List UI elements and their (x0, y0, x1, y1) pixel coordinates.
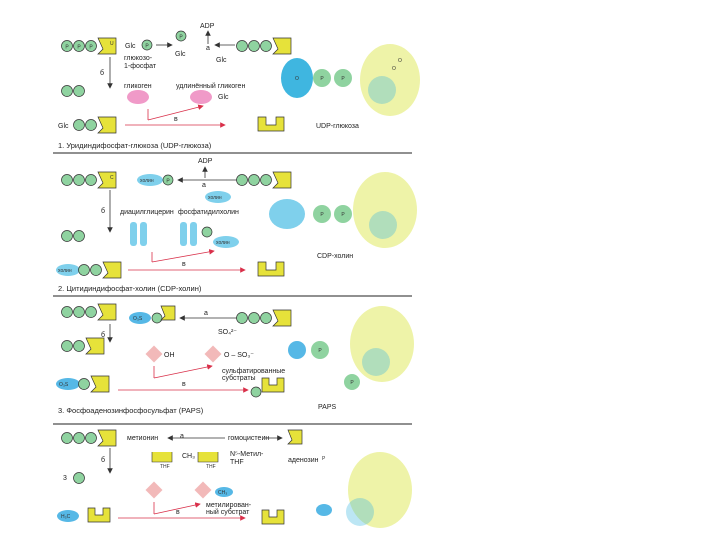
svg-text:P: P (89, 45, 93, 51)
sam-structure: P (316, 452, 412, 528)
svg-text:C: C (110, 175, 114, 181)
svg-text:б: б (101, 207, 105, 215)
svg-text:холин: холин (208, 195, 222, 201)
svg-text:P: P (65, 45, 69, 51)
panel-1-udp-glucose: P P P U Glc P P Glc ADP a Glc глюкозо-1-… (58, 23, 420, 150)
udp-glucose-structure: O P P O O (281, 44, 420, 116)
panel-2-caption: 2. Цитидиндифосфат-холин (CDP-холин) (58, 284, 202, 293)
udp-glucose-name: UDP-глюкоза (316, 123, 359, 130)
svg-text:THF: THF (206, 464, 216, 470)
svg-text:P: P (77, 45, 81, 51)
extended-glycogen-blob (190, 90, 212, 104)
phosphate-node (141, 39, 153, 51)
lipid-tail (190, 222, 197, 246)
svg-text:O: O (398, 58, 402, 64)
svg-text:P: P (320, 212, 324, 218)
choline-label: холин (140, 178, 154, 184)
svg-text:Glc: Glc (175, 51, 186, 58)
extended-glycogen-label: удлинённый гликоген (176, 82, 245, 90)
paps-structure: P P (288, 306, 414, 390)
svg-text:a: a (206, 45, 210, 52)
svg-text:a: a (204, 310, 208, 317)
substrate-diamond (145, 345, 163, 363)
svg-text:THF: THF (160, 464, 170, 470)
lipid-tail (130, 222, 137, 246)
svg-text:Glc: Glc (218, 94, 229, 101)
svg-text:P: P (341, 76, 345, 82)
svg-text:P: P (350, 380, 354, 386)
panel-3-paps: O₃S a SO₄²⁻ б OH O – SO₃⁻ сульфатированн… (56, 303, 414, 415)
svg-text:холин: холин (58, 268, 72, 274)
svg-text:CH₃: CH₃ (182, 453, 195, 460)
glc-label: Glc (125, 43, 136, 50)
svg-text:б: б (101, 331, 105, 339)
uridine-base-block (257, 116, 285, 132)
svg-text:a: a (202, 182, 206, 189)
substrate-diamond (194, 481, 212, 499)
cdp-choline-structure: P P (269, 172, 417, 248)
cdp-choline-name: CDP-холин (317, 253, 353, 260)
svg-text:Glc: Glc (58, 123, 69, 130)
svg-text:O₃S: O₃S (133, 316, 143, 322)
svg-text:O: O (295, 76, 299, 82)
svg-text:P: P (318, 348, 322, 354)
svg-text:б: б (100, 69, 104, 77)
paps-name: PAPS (318, 404, 336, 411)
glycogen-blob (127, 90, 149, 104)
svg-text:P: P (322, 456, 326, 462)
svg-text:в: в (182, 261, 186, 268)
diacylglycerol-label: диацилглицерин (120, 209, 174, 216)
svg-text:в: в (174, 116, 178, 123)
svg-text:CH₃: CH₃ (218, 490, 227, 496)
svg-text:P: P (320, 76, 324, 82)
svg-text:OH: OH (164, 352, 175, 359)
glucose-1-phosphate-label: глюкозо-1-фосфат (124, 55, 157, 70)
svg-text:O – SO₃⁻: O – SO₃⁻ (224, 352, 254, 359)
svg-text:холин: холин (216, 240, 230, 246)
svg-text:a: a (180, 433, 184, 440)
svg-text:в: в (182, 381, 186, 388)
adenosine-label: аденозин (288, 457, 319, 464)
svg-text:Glc: Glc (216, 57, 227, 64)
panel-4-sam: метионин a гомоцистеин CH₃ THF THF N⁵-Ме… (57, 429, 412, 528)
svg-text:U: U (110, 41, 114, 47)
svg-text:H₃C: H₃C (61, 514, 71, 520)
atp-molecule (236, 37, 292, 55)
substrate-diamond (204, 345, 222, 363)
svg-text:P: P (179, 35, 183, 41)
svg-text:в: в (176, 509, 180, 516)
utp-molecule: P P P U (61, 37, 117, 55)
phosphate-node (175, 30, 187, 42)
svg-text:P: P (166, 179, 170, 185)
substrate-diamond (145, 481, 163, 499)
phosphatidylcholine-label: фосфатидилхолин (178, 209, 239, 216)
panel-3-caption: 3. Фосфоаденозинфосфосульфат (PAPS) (58, 406, 204, 415)
svg-text:б: б (101, 456, 105, 464)
svg-text:SO₄²⁻: SO₄²⁻ (218, 329, 237, 336)
svg-text:O₃S: O₃S (59, 382, 69, 388)
glycogen-label: гликоген (124, 83, 152, 90)
methionine-label: метионин (127, 435, 158, 442)
adp-label: ADP (200, 23, 215, 30)
svg-text:P: P (145, 44, 149, 50)
svg-text:O: O (392, 66, 396, 72)
n5-methyl-thf-label: N⁵-Метил-THF (230, 451, 264, 466)
panel-2-cdp-choline: C холин P ADP a холин б диацилглицерин ф… (56, 158, 417, 293)
methylated-substrate-label: метилирован-ный субстрат (206, 502, 252, 516)
lipid-tail (180, 222, 187, 246)
svg-text:3: 3 (63, 475, 67, 482)
panel-1-caption: 1. Уридиндифосфат-глюкоза (UDP-глюкоза) (58, 141, 212, 150)
svg-text:P: P (341, 212, 345, 218)
homocysteine-label: гомоцистеин (228, 435, 269, 442)
lipid-tail (140, 222, 147, 246)
svg-text:ADP: ADP (198, 158, 213, 165)
